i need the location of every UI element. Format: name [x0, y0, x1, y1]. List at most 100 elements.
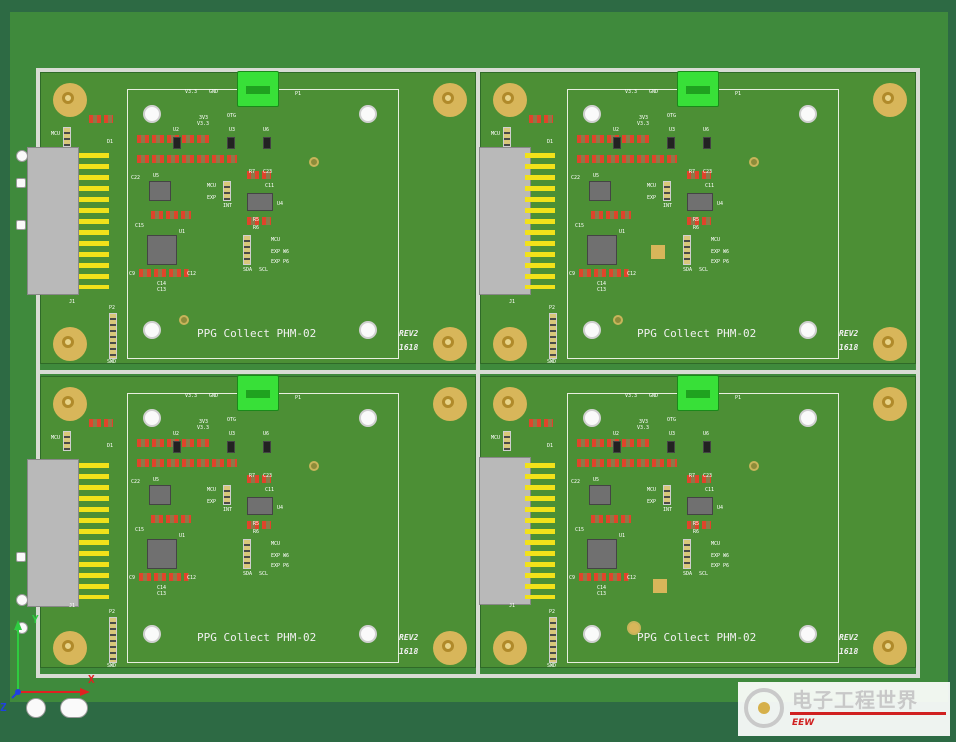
label-3v3: 3V3	[639, 419, 649, 425]
label-c15: C15	[575, 223, 585, 229]
watermark: 电子工程世界 EEW	[738, 682, 950, 736]
white-hole	[583, 321, 601, 339]
watermark-text: 电子工程世界	[792, 688, 918, 712]
mcu-exp-header	[663, 181, 671, 201]
sda-scl-header	[243, 539, 251, 569]
ic-u1	[147, 539, 177, 569]
label-r7: R7	[249, 169, 256, 175]
label-u1: U1	[619, 533, 626, 539]
ic-u5	[589, 485, 611, 505]
label-u3: U3	[669, 431, 676, 437]
label-r6: R6	[693, 225, 700, 231]
label-scl: SCL	[259, 571, 269, 577]
label-j1: J1	[69, 603, 76, 609]
label-r5: R5	[693, 521, 700, 527]
label-p2: P2	[549, 609, 556, 615]
ic-u2	[613, 137, 621, 149]
smd-parts	[247, 521, 271, 529]
label-mcu: MCU	[207, 183, 217, 189]
via	[749, 461, 759, 471]
label-c13: C13	[157, 287, 167, 293]
label-c22: C22	[571, 479, 581, 485]
smd-parts	[577, 459, 677, 467]
mounting-hole	[433, 327, 467, 361]
view-toggle-circle[interactable]	[26, 698, 46, 718]
ic-u2	[173, 441, 181, 453]
j1-connector-body	[27, 147, 79, 295]
mcu-exp-header	[663, 485, 671, 505]
mounting-hole	[433, 631, 467, 665]
label-r5: R5	[693, 217, 700, 223]
smd-parts	[579, 573, 629, 581]
label-r5: R5	[253, 521, 260, 527]
revision-label: REV2	[399, 633, 419, 642]
mcu-exp-header	[223, 485, 231, 505]
label-u5: U5	[153, 477, 160, 483]
label-c23: C23	[703, 473, 713, 479]
label-swd: SWD	[107, 663, 117, 669]
axis-z-label: Z	[0, 701, 7, 714]
pcb-board-top-left[interactable]: V3.3 GND OTG P1 J1 P2 SWD U1 U2 U3 U4 U5…	[27, 71, 476, 365]
mcu-exp-header-top	[503, 431, 511, 451]
board-title: PPG Collect PHM-02	[197, 631, 317, 644]
pcb-board-bottom-left[interactable]: V3.3 GND OTG P1 J1 P2 SWD U1 U2 U3 U4 U5…	[27, 375, 476, 669]
via	[309, 157, 319, 167]
ic-u3	[227, 137, 235, 149]
pcb-board-bottom-right[interactable]: V3.3 GND OTG P1 J1 P2 SWD U1 U2 U3 U4 U5…	[479, 375, 916, 669]
ic-u2	[613, 441, 621, 453]
mcu-exp-header	[223, 181, 231, 201]
label-sda: SDA	[243, 571, 253, 577]
label-r6: R6	[253, 529, 260, 535]
ic-u6	[703, 441, 711, 453]
swd-header	[549, 313, 557, 359]
label-p2: P2	[549, 305, 556, 311]
white-hole	[359, 625, 377, 643]
revision-code: 1618	[839, 647, 859, 656]
mounting-hole	[873, 387, 907, 421]
smd-parts	[137, 155, 237, 163]
label-r7: R7	[689, 473, 696, 479]
label-u6: U6	[703, 431, 710, 437]
label-exp-p6: EXP P6	[271, 259, 290, 265]
revision-label: REV2	[839, 633, 859, 642]
label-c13: C13	[157, 591, 167, 597]
label-u2: U2	[173, 431, 180, 437]
board-title: PPG Collect PHM-02	[637, 327, 757, 340]
label-r6: R6	[693, 529, 700, 535]
label-d1: D1	[547, 139, 554, 145]
label-u5: U5	[593, 477, 600, 483]
smd-parts	[247, 171, 271, 179]
label-u4: U4	[277, 201, 284, 207]
label-sda: SDA	[683, 571, 693, 577]
label-mcu-w6: MCU	[271, 541, 281, 547]
label-c15: C15	[135, 223, 145, 229]
label-c9: C9	[569, 271, 576, 277]
white-hole	[359, 409, 377, 427]
label-u1: U1	[179, 229, 186, 235]
label-otg: OTG	[227, 113, 237, 119]
mounting-hole	[53, 83, 87, 117]
label-mcu-w6: MCU	[271, 237, 281, 243]
sda-scl-header	[243, 235, 251, 265]
watermark-subtext: EEW	[792, 718, 815, 728]
ic-u4	[247, 193, 273, 211]
label-mcu-top: MCU	[491, 131, 501, 137]
revision-label: REV2	[839, 329, 859, 338]
view-toggle-pill[interactable]	[60, 698, 88, 718]
label-r5: R5	[253, 217, 260, 223]
mcu-exp-header-top	[503, 127, 511, 147]
pcb-board-top-right[interactable]: V3.3 GND OTG P1 J1 P2 SWD U1 U2 U3 U4 U5…	[479, 71, 916, 365]
ic-u6	[703, 137, 711, 149]
label-exp: EXP	[207, 195, 217, 201]
label-u6: U6	[703, 127, 710, 133]
j1-connector-body	[479, 457, 531, 605]
label-exp-p6: EXP P6	[711, 563, 730, 569]
axis-arrows-icon	[11, 620, 90, 699]
ic-u6	[263, 137, 271, 149]
label-u5: U5	[153, 173, 160, 179]
smd-parts	[139, 573, 189, 581]
label-j1: J1	[509, 603, 516, 609]
label-exp-w6: EXP W6	[271, 249, 290, 255]
label-v33: V3.3	[625, 89, 638, 95]
